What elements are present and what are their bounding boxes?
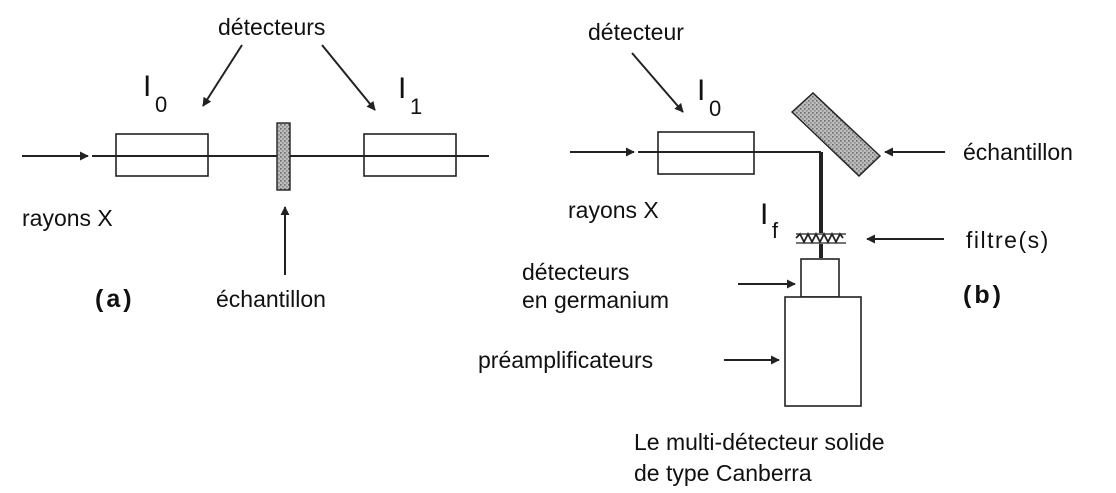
detectors-arrow-right xyxy=(321,44,376,111)
svg-text:I: I xyxy=(398,72,406,105)
germanium-label-line2: en germanium xyxy=(522,287,669,313)
sample-label-b: échantillon xyxy=(963,139,1073,165)
if-label: I f xyxy=(760,198,779,243)
i0-label-a: I 0 xyxy=(143,70,167,117)
detectors-label-a: détecteurs xyxy=(218,14,325,40)
sample-label-a: échantillon xyxy=(216,286,326,312)
svg-text:0: 0 xyxy=(155,92,167,117)
germanium-detector-box xyxy=(800,258,840,298)
germanium-label-line1: détecteurs xyxy=(522,259,629,285)
xray-label-a: rayons X xyxy=(22,205,113,231)
svg-text:I: I xyxy=(760,198,768,231)
detector-label-b: détecteur xyxy=(588,19,684,45)
preamplifier-label: préamplificateurs xyxy=(478,347,653,373)
panel-label-b: (b) xyxy=(963,281,1004,309)
caption-line2: de type Canberra xyxy=(634,460,812,486)
i1-label-a: I 1 xyxy=(398,72,422,119)
svg-text:f: f xyxy=(772,218,779,243)
panel-label-a: (a) xyxy=(95,285,135,313)
xray-label-b: rayons X xyxy=(568,197,659,223)
preamplifier-box xyxy=(784,296,862,407)
filter xyxy=(795,231,847,245)
panel-a: détecteurs I 0 I 1 rayons X (a) échantil… xyxy=(22,14,489,313)
svg-text:I: I xyxy=(697,74,705,107)
svg-text:0: 0 xyxy=(709,96,721,121)
panel-b: détecteur I 0 échantillon filtre(s) I f … xyxy=(478,19,1073,486)
detector-arrow-b xyxy=(631,52,684,113)
caption-line1: Le multi-détecteur solide xyxy=(634,429,885,455)
svg-text:1: 1 xyxy=(410,94,422,119)
sample-b xyxy=(790,92,882,177)
detectors-arrow-left xyxy=(202,44,243,107)
svg-text:I: I xyxy=(143,70,151,103)
i0-label-b: I 0 xyxy=(697,74,721,121)
filter-label: filtre(s) xyxy=(966,227,1050,253)
sample-a xyxy=(276,122,291,191)
